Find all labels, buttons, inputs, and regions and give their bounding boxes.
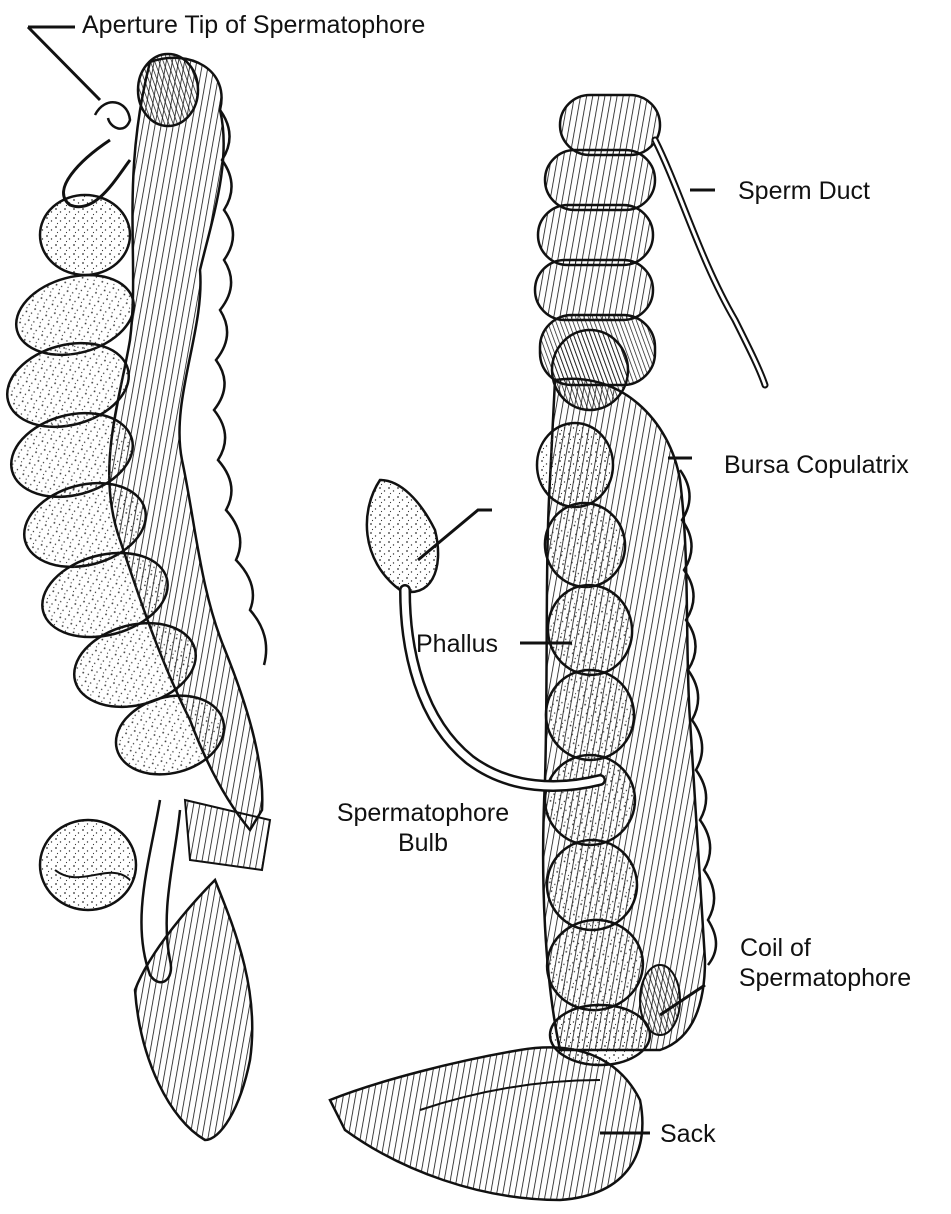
- label-spermatophore-bulb-line1: Spermatophore: [318, 798, 528, 828]
- left-spermatophore-bulb: [40, 820, 136, 910]
- label-sack: Sack: [660, 1119, 716, 1149]
- left-specimen: [0, 27, 270, 1140]
- right-bulb: [367, 480, 438, 592]
- label-coil-line1: Coil of: [720, 933, 930, 963]
- right-dark-knob: [552, 330, 628, 410]
- label-coil-line2: Spermatophore: [720, 963, 930, 993]
- right-sack: [330, 1047, 642, 1200]
- label-bursa-copulatrix: Bursa Copulatrix: [724, 450, 909, 480]
- coil-dark-patch: [640, 965, 680, 1035]
- label-coil-of-spermatophore: Coil of Spermatophore: [720, 933, 930, 993]
- label-spermatophore-bulb: Spermatophore Bulb: [318, 798, 528, 858]
- label-spermatophore-bulb-line2: Bulb: [318, 828, 528, 858]
- right-specimen: [330, 95, 765, 1200]
- label-phallus: Phallus: [416, 629, 498, 659]
- label-aperture-tip: Aperture Tip of Spermatophore: [82, 10, 425, 40]
- left-aperture-tip: [95, 102, 130, 128]
- left-scallop-edge: [214, 110, 266, 665]
- left-dark-head: [138, 54, 198, 126]
- label-sperm-duct: Sperm Duct: [738, 176, 870, 206]
